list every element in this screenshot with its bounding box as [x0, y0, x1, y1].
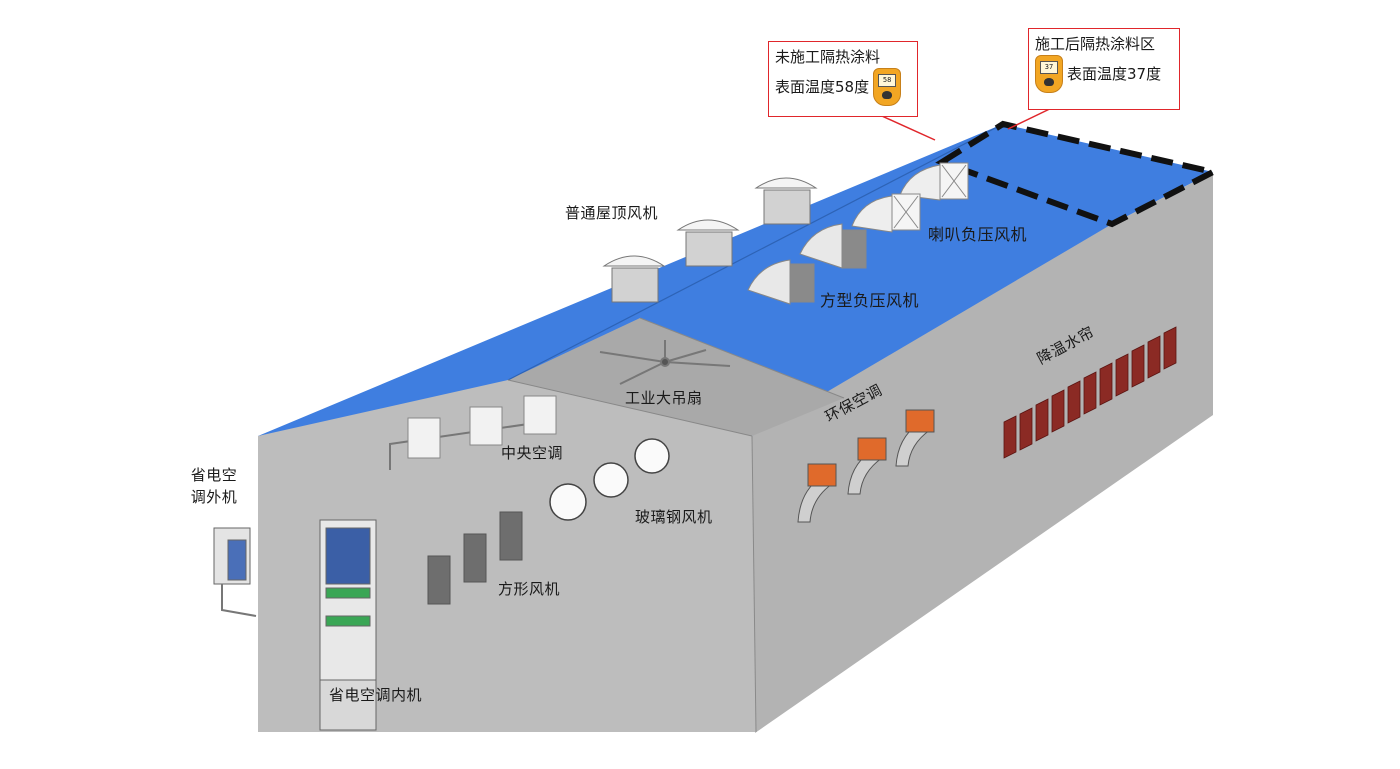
interior-ceiling — [508, 318, 844, 436]
square-neg-fan-label: 方型负压风机 — [820, 291, 920, 310]
treated-callout: 施工后隔热涂料区 37 表面温度37度 — [1028, 28, 1180, 110]
thermometer-reading: 37 — [1040, 61, 1058, 74]
treated-callout-line1: 施工后隔热涂料区 — [1035, 35, 1156, 53]
corner-edge — [751, 435, 757, 733]
indoor-ac-unit — [319, 519, 377, 731]
eco-ac-group — [797, 409, 935, 523]
frp-fan — [634, 438, 670, 474]
roof-fan — [676, 219, 740, 267]
thermometer-icon: 37 — [1035, 55, 1063, 93]
roof-fan — [754, 177, 818, 225]
industrial-ceiling-fan — [599, 340, 731, 385]
central-ac-unit — [407, 417, 441, 459]
ceiling-edge — [639, 317, 845, 399]
horn-fan — [899, 162, 969, 201]
untreated-callout-line1: 未施工隔热涂料 — [775, 48, 881, 66]
frp-fan-label: 玻璃钢风机 — [635, 508, 713, 526]
square-fan — [499, 511, 523, 561]
right-wall — [752, 172, 1213, 733]
untreated-callout-line2: 表面温度58度 — [775, 78, 870, 96]
roof-fan-label: 普通屋顶风机 — [565, 204, 659, 222]
central-ac-label: 中央空调 — [501, 444, 564, 462]
horn-fan — [851, 193, 921, 233]
roof-ridge — [507, 123, 1004, 381]
square-fan — [463, 533, 487, 583]
industrial-fan-label: 工业大吊扇 — [625, 389, 703, 407]
square-neg-fan — [799, 223, 867, 269]
frp-fan — [549, 483, 587, 521]
indoor-unit-label: 省电空调内机 — [329, 686, 423, 704]
central-ac-unit — [469, 406, 503, 446]
roof-fan-group — [602, 177, 818, 303]
square-fan — [427, 555, 451, 605]
central-ac-unit — [523, 395, 557, 435]
square-fan-label: 方形风机 — [498, 580, 561, 598]
roof-fan — [602, 255, 666, 303]
frp-fan — [593, 462, 629, 498]
central-ac-group — [389, 395, 557, 470]
thermometer-reading: 58 — [878, 74, 897, 87]
horn-fan-group — [851, 162, 969, 233]
square-neg-fan — [747, 259, 815, 305]
square-neg-fan-group — [747, 223, 867, 305]
square-fan-group — [427, 511, 523, 605]
treated-roof-zone — [935, 120, 1222, 228]
frp-fan-group — [549, 438, 670, 521]
outdoor-ac-unit — [213, 527, 257, 617]
thermometer-icon: 58 — [873, 68, 902, 106]
horn-fan-label: 喇叭负压风机 — [928, 225, 1028, 244]
outdoor-unit-label: 省电空调外机 — [190, 466, 238, 506]
cooling-pad-group — [1003, 326, 1177, 459]
treated-callout-line2: 表面温度37度 — [1067, 65, 1162, 83]
gable-edge — [507, 379, 753, 437]
untreated-callout: 未施工隔热涂料 表面温度58度 58 — [768, 41, 918, 117]
